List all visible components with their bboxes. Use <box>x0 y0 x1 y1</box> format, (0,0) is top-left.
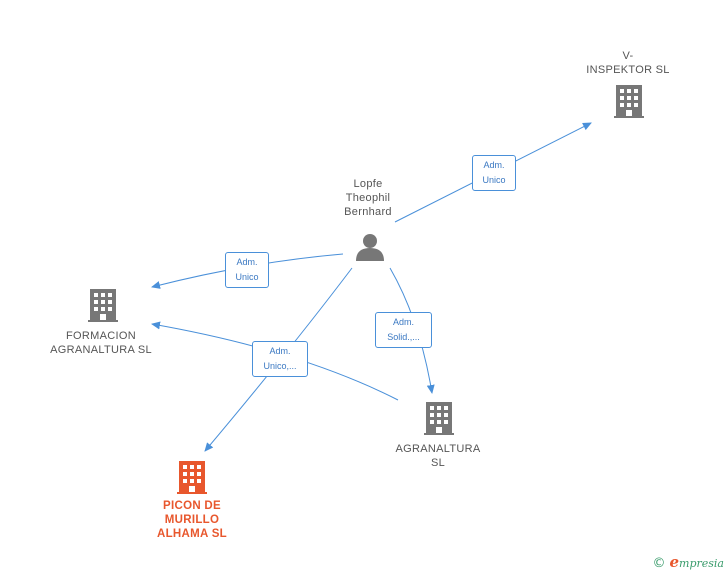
copyright-symbol: © <box>652 556 666 571</box>
building-icon[interactable] <box>424 402 454 435</box>
edge-label-to-picon: Adm. Unico,... <box>252 341 308 377</box>
building-icon[interactable] <box>88 289 118 322</box>
brand-name: mpresia <box>679 557 724 570</box>
building-icon[interactable] <box>614 85 644 118</box>
node-label-v-inspektor[interactable]: V- INSPEKTOR SL <box>586 50 670 76</box>
edge-label-to-formacion: Adm. Unico <box>225 252 269 288</box>
person-icon[interactable] <box>356 234 384 261</box>
node-label-person[interactable]: Lopfe Theophil Bernhard <box>344 178 392 218</box>
brand-logo: ©empresia <box>652 553 724 571</box>
edge-label-to-agranaltura: Adm. Solid.,... <box>375 312 432 348</box>
building-icon[interactable] <box>177 461 207 494</box>
node-label-agranaltura[interactable]: AGRANALTURA SL <box>395 443 481 469</box>
node-label-formacion[interactable]: FORMACION AGRANALTURA SL <box>50 330 152 356</box>
brand-initial: e <box>669 553 680 571</box>
edge-label-to-v-inspektor: Adm. Unico <box>472 155 516 191</box>
node-label-picon[interactable]: PICON DE MURILLO ALHAMA SL <box>157 500 227 540</box>
